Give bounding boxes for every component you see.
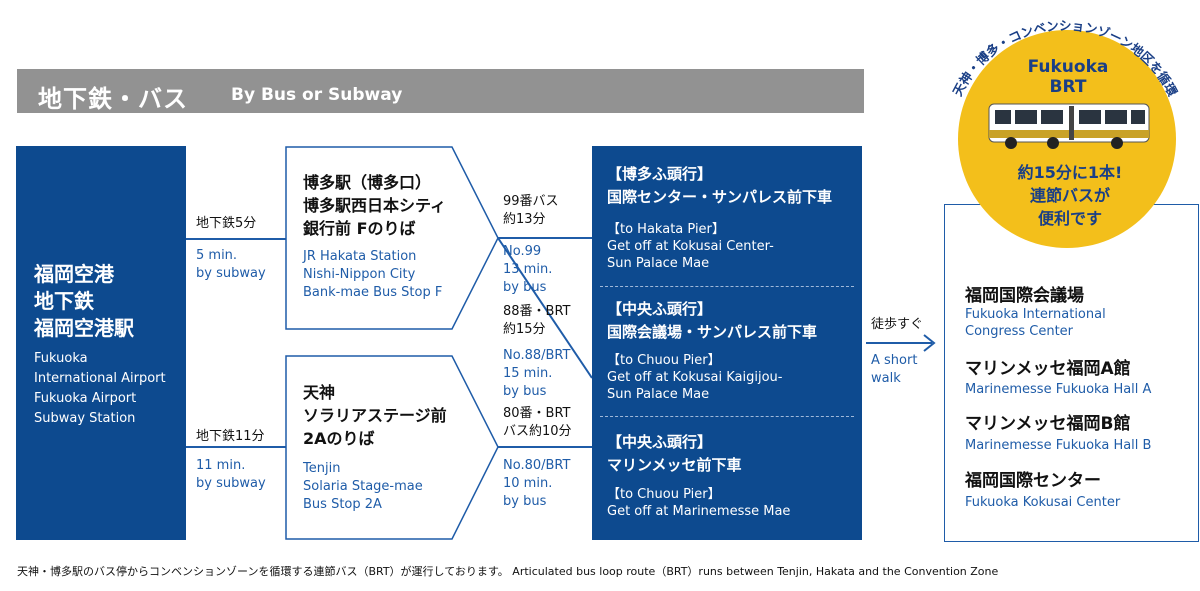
section-header-bar <box>17 69 864 113</box>
leg-subway-hakata-jp: 地下鉄5分 <box>196 216 257 231</box>
connector-line <box>186 446 286 448</box>
dest-hakata-pier-jp: 【博多ふ頭行】国際センター・サンパレス前下車 <box>607 165 833 206</box>
leg-subway-hakata-en: 5 min.by subway <box>196 248 266 281</box>
stop-arrow-hakata <box>285 146 499 330</box>
origin-box <box>16 146 186 540</box>
venue-kokusai-center-en: Fukuoka Kokusai Center <box>965 495 1121 510</box>
footer-note: 天神・博多駅のバス停からコンベンションゾーンを循環する連節バス（BRT）が運行し… <box>17 565 999 578</box>
origin-name-en: Fukuoka International Airport Fukuoka Ai… <box>34 351 166 426</box>
origin-name-jp: 福岡空港 地下鉄 福岡空港駅 <box>34 262 134 340</box>
dest-hakata-pier-en: 【to Hakata Pier】Get off at Kokusai Cente… <box>607 222 774 271</box>
bus-line-88 <box>497 237 593 379</box>
divider <box>600 416 854 417</box>
leg-subway-tenjin-en: 11 min.by subway <box>196 458 266 491</box>
stop-hakata-jp: 博多駅（博多口）博多駅西日本シティ銀行前 Fのりば <box>303 173 447 238</box>
venue-hall-a-en: Marinemesse Fukuoka Hall A <box>965 382 1152 397</box>
brt-arc-text: 天神・博多・コンベンションゾーン地区を循環 <box>950 18 1181 99</box>
venue-hall-b-en: Marinemesse Fukuoka Hall B <box>965 438 1152 453</box>
header-title-en: By Bus or Subway <box>231 85 403 105</box>
destination-box <box>592 146 862 540</box>
bus-99-jp: 99番バス約13分 <box>503 194 559 227</box>
articulated-bus-icon <box>988 103 1150 149</box>
venue-kokusai-center-jp: 福岡国際センター <box>965 471 1101 491</box>
dest-chuou-pier-2-en: 【to Chuou Pier】Get off at Marinemesse Ma… <box>607 487 791 519</box>
header-title-jp: 地下鉄・バス <box>38 85 188 113</box>
dest-chuou-pier-2-jp: 【中央ふ頭行】マリンメッセ前下車 <box>607 433 742 474</box>
brt-body-text: 約15分に1本!連節バスが便利です <box>1017 163 1123 228</box>
leg-subway-tenjin-jp: 地下鉄11分 <box>196 429 265 444</box>
divider <box>600 286 854 287</box>
connector-line <box>186 238 286 240</box>
venue-hall-b-jp: マリンメッセ福岡B館 <box>965 414 1131 434</box>
dest-chuou-pier-1-jp: 【中央ふ頭行】国際会議場・サンパレス前下車 <box>607 300 818 341</box>
stop-arrow-tenjin <box>285 355 499 540</box>
walk-arrowhead <box>923 334 936 352</box>
walk-jp: 徒歩すぐ <box>871 317 924 332</box>
venue-congress-center-jp: 福岡国際会議場 <box>965 286 1084 306</box>
dest-chuou-pier-1-en: 【to Chuou Pier】Get off at Kokusai Kaigij… <box>607 353 783 402</box>
venue-hall-a-jp: マリンメッセ福岡A館 <box>965 359 1131 379</box>
venue-box <box>944 204 1199 542</box>
